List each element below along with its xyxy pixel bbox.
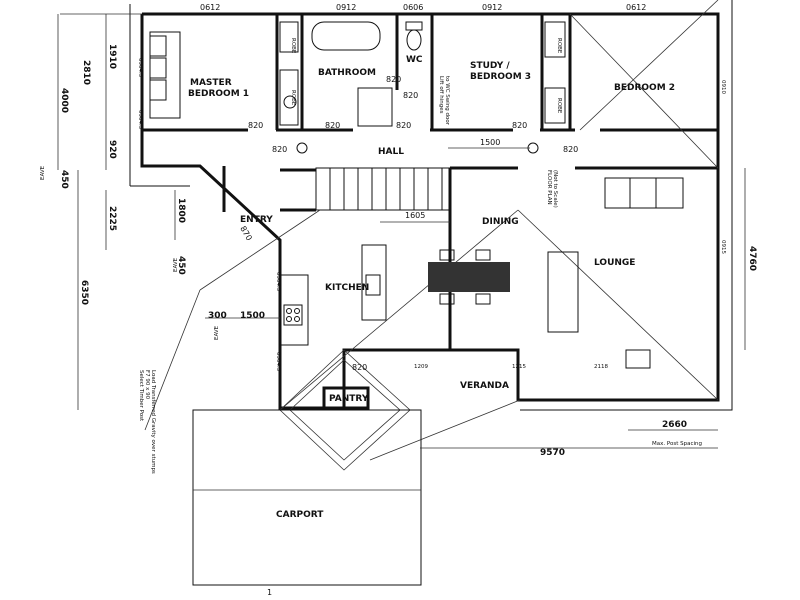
- door-width: 820: [403, 91, 418, 100]
- dim-1910: 1910: [107, 44, 117, 69]
- window-code: 0915: [720, 240, 726, 254]
- furniture: [149, 21, 684, 369]
- eave-label: EAVE: [173, 257, 179, 272]
- stairs: [315, 167, 451, 211]
- room-label-pantry: PANTRY: [329, 394, 369, 404]
- bed: [149, 31, 181, 119]
- hall-span: 1500: [480, 138, 500, 147]
- door-width: 820: [248, 121, 263, 130]
- floor-plan-note: (Not to Scale): [552, 170, 558, 208]
- robe-label: ROBE: [290, 90, 296, 106]
- window-code: 0904.5: [275, 272, 281, 292]
- room-label-carport: CARPORT: [276, 510, 324, 520]
- window-code: 2118: [594, 364, 608, 370]
- dim-2225: 2225: [107, 206, 117, 231]
- eave-label: EAVE: [214, 325, 220, 340]
- post-note: F7 90 x 90: [144, 370, 150, 400]
- carport: [192, 409, 422, 586]
- dim-450: 450: [59, 170, 69, 189]
- window-code: 0910: [720, 80, 726, 94]
- dim-1800: 1800: [176, 198, 186, 223]
- door-width: 820: [563, 145, 578, 154]
- dining-table: [428, 262, 510, 292]
- dim-450b: 450: [176, 256, 186, 275]
- room-label-kitchen: KITCHEN: [325, 283, 369, 293]
- room-label-dining: DINING: [482, 217, 519, 227]
- robe-label: ROBE: [290, 38, 296, 54]
- dining-span: 1605: [405, 211, 425, 220]
- dimension-lines: [57, 14, 746, 449]
- dim-2810: 2810: [81, 60, 91, 85]
- door-width: 820: [512, 121, 527, 130]
- door-width: 820: [396, 121, 411, 130]
- room-label-bathroom: BATHROOM: [318, 68, 376, 78]
- sofa: [604, 177, 684, 209]
- window-code: 0912: [336, 3, 356, 12]
- dim-300: 300: [208, 311, 227, 321]
- dim-4760: 4760: [747, 246, 757, 271]
- room-label-lounge: LOUNGE: [594, 258, 635, 268]
- outer-walls: [60, 0, 733, 411]
- robe-label: ROBE: [556, 98, 562, 114]
- room-label-veranda: VERANDA: [460, 381, 509, 391]
- dim-920: 920: [107, 140, 117, 159]
- internal-walls: [142, 14, 718, 410]
- window-code: 0904.5: [275, 352, 281, 372]
- door-width: 820: [325, 121, 340, 130]
- dim-9570: 9570: [540, 448, 565, 458]
- basin: [283, 95, 297, 109]
- floor-plan-note: FLOOR PLAN: [546, 170, 552, 205]
- sofa-2: [547, 251, 579, 333]
- window-code: 0612: [200, 3, 220, 12]
- window-code: 0606: [403, 3, 423, 12]
- door-width: 820: [272, 145, 287, 154]
- room-label-study-2: BEDROOM 3: [470, 72, 531, 82]
- page-mark: 1: [267, 588, 272, 597]
- window-code: 0904.5: [137, 58, 143, 78]
- room-label-master: MASTER: [190, 78, 232, 88]
- room-label-wc: WC: [406, 55, 423, 65]
- dim-6350: 6350: [79, 280, 89, 305]
- window-code: 1215: [512, 364, 526, 370]
- door-width: 820: [386, 75, 401, 84]
- bathtub: [311, 21, 381, 51]
- toilet: [406, 29, 422, 51]
- roof-lines: [144, 0, 719, 471]
- window-code: 0904.5: [137, 110, 143, 130]
- room-label-master-2: BEDROOM 1: [188, 89, 249, 99]
- window-code: 0612: [626, 3, 646, 12]
- eave-label: EAVE: [40, 165, 46, 180]
- max-post-note: Max. Post Spacing: [652, 441, 702, 447]
- dim-1500: 1500: [240, 311, 265, 321]
- window-code: 1209: [414, 364, 428, 370]
- robe-label: ROBE: [556, 38, 562, 54]
- room-label-study: STUDY /: [470, 61, 510, 71]
- door-width: 820: [352, 363, 367, 372]
- room-label-entry: ENTRY: [240, 215, 273, 225]
- lift-note: Lift off hinges: [438, 76, 444, 114]
- post-note: Select Timber Post: [138, 370, 144, 422]
- post-note: Load Transferred Gravity over stumps: [150, 370, 156, 474]
- dim-4000: 4000: [59, 88, 69, 113]
- room-label-bedroom-2: BEDROOM 2: [614, 83, 675, 93]
- dim-2660: 2660: [662, 420, 687, 430]
- lift-note: to WC Swing door: [444, 76, 450, 126]
- room-label-hall: HALL: [378, 147, 404, 157]
- window-code: 0912: [482, 3, 502, 12]
- door-width: 870: [238, 225, 253, 243]
